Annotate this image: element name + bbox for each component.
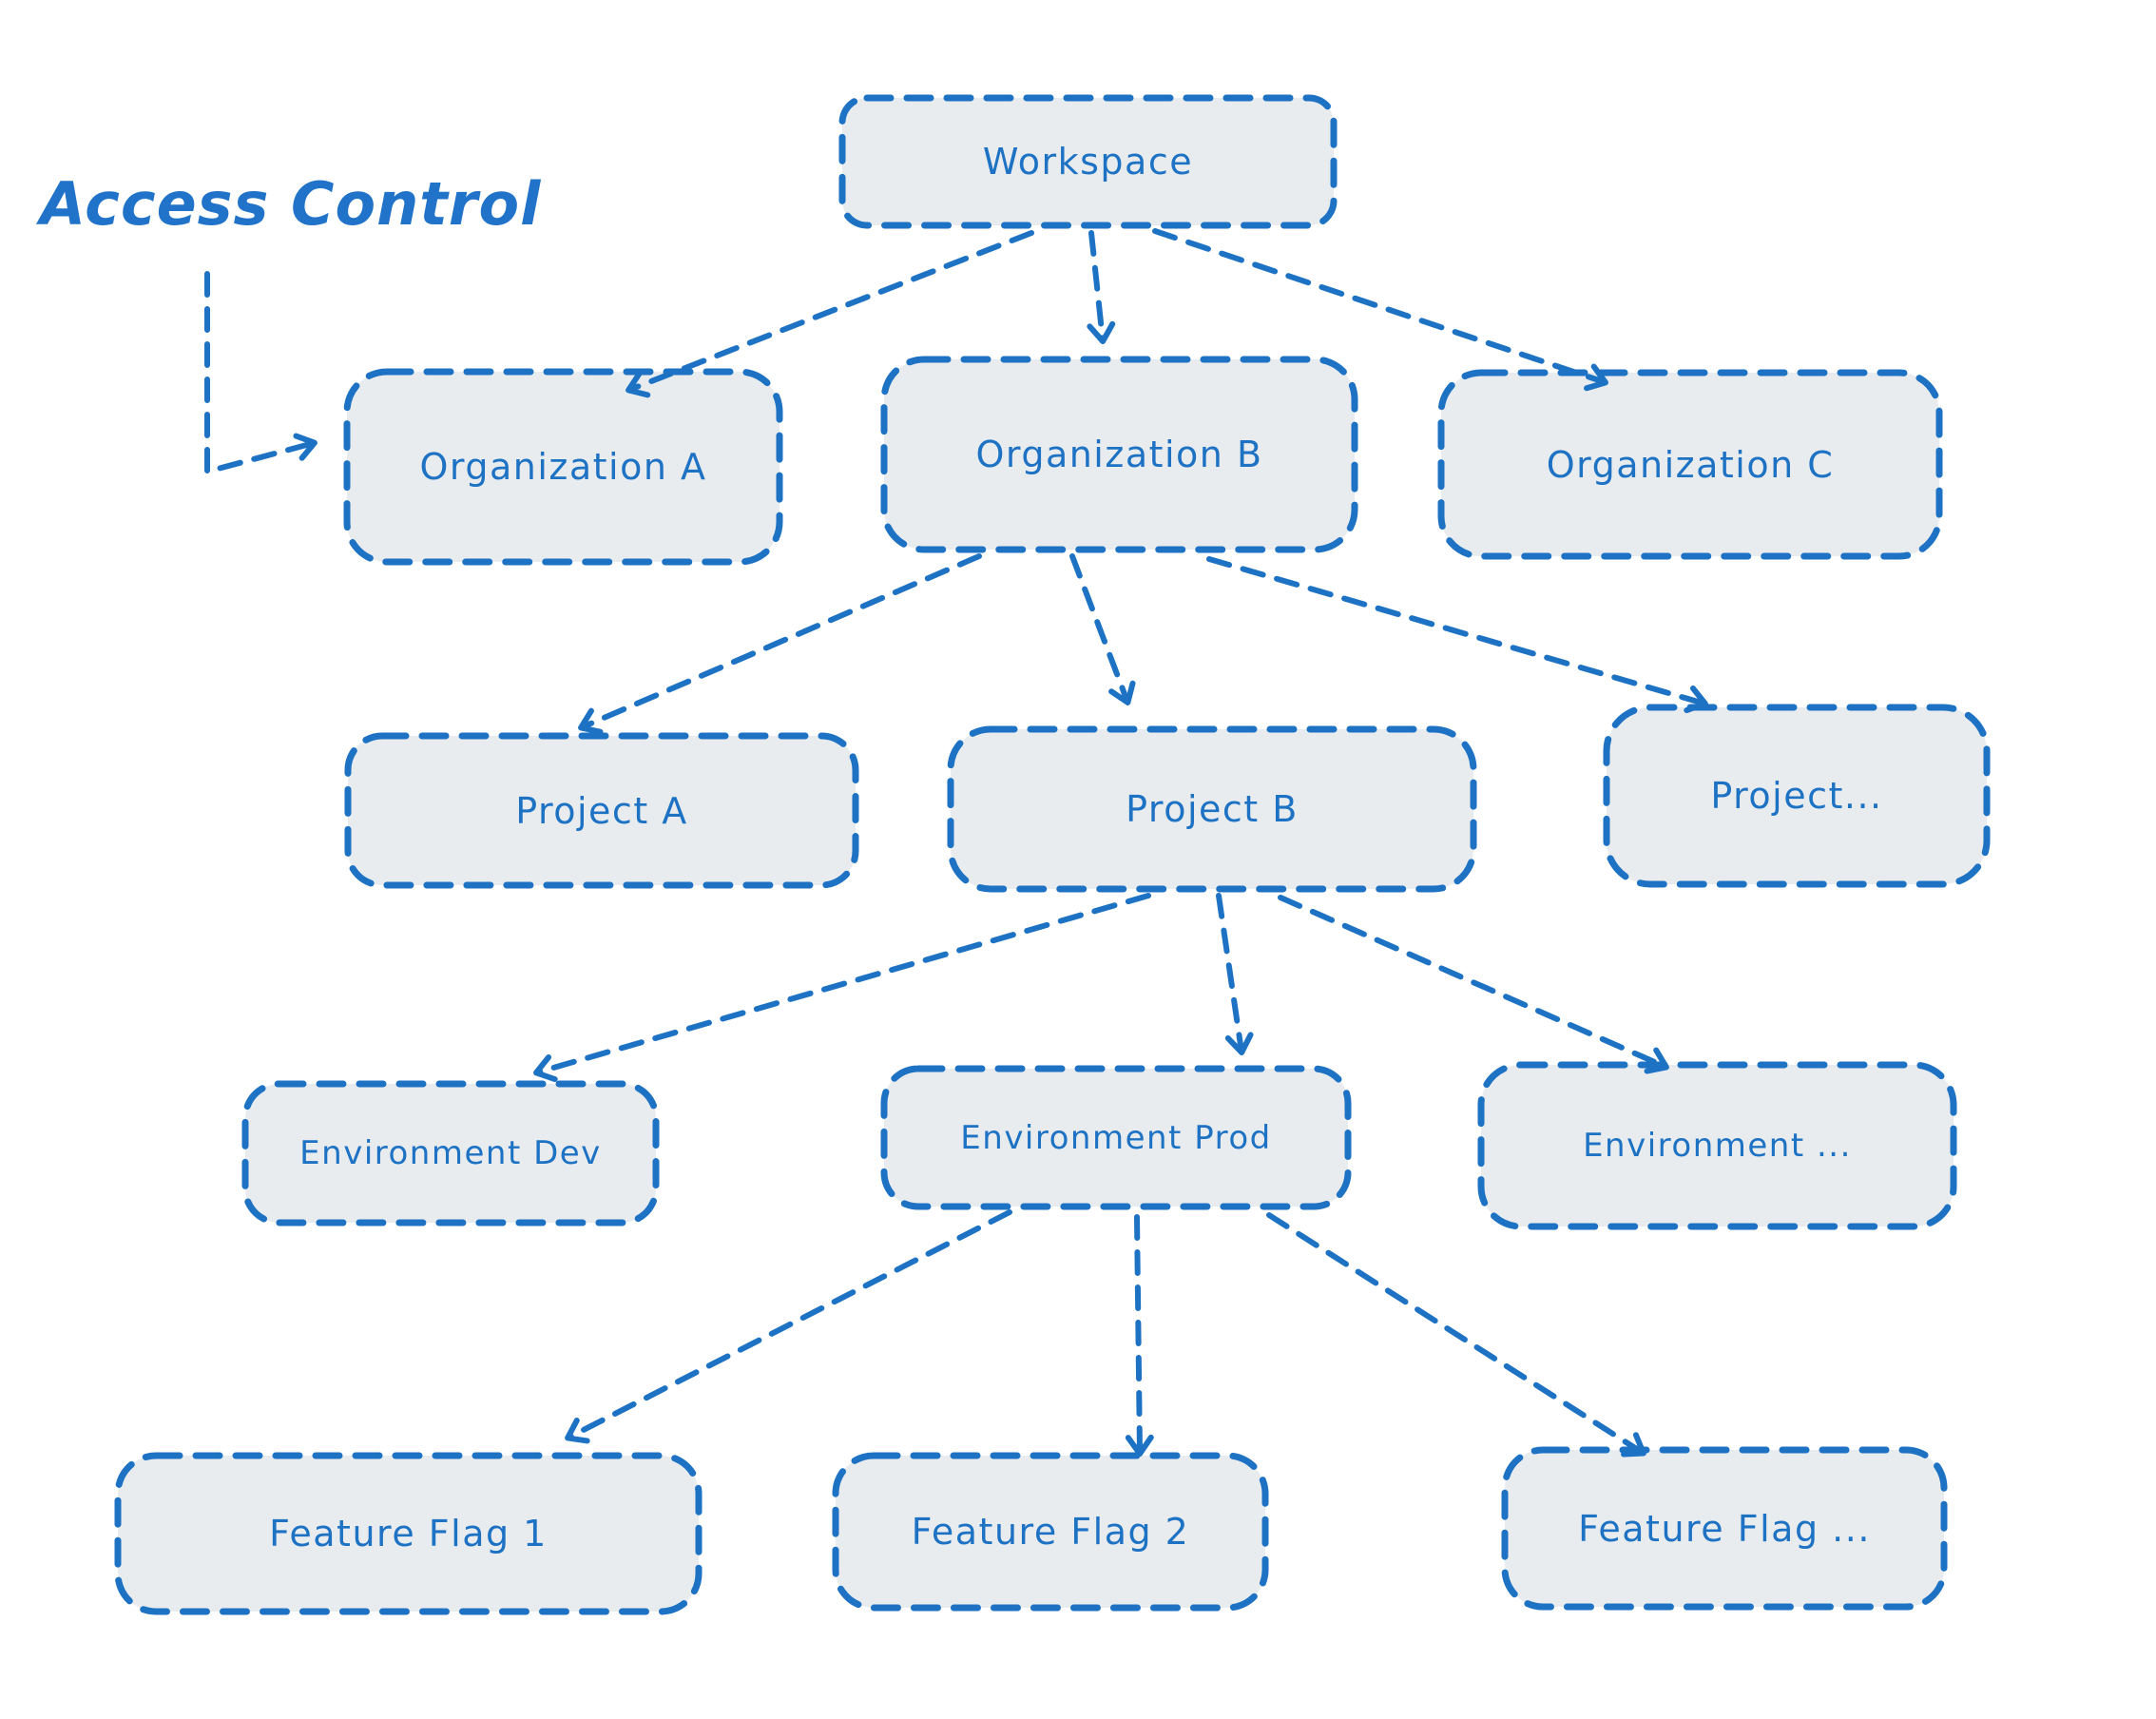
node-box-ff-2 [832, 1452, 1269, 1612]
node-box-org-b [880, 356, 1358, 553]
node-box-org-a [343, 368, 783, 566]
edge-org-b-to-project-a [578, 553, 982, 735]
edge-workspace-to-org-a [626, 230, 1034, 398]
diagram-title: Access Control [40, 169, 542, 239]
edge-project-b-to-env-prod [1216, 893, 1254, 1055]
edge-project-b-to-env-more [1278, 895, 1669, 1074]
node-box-project-a [344, 732, 859, 889]
edge-env-prod-to-ff-more [1266, 1212, 1646, 1458]
node-box-org-c [1437, 369, 1943, 560]
edge-org-b-to-project-more [1206, 556, 1708, 714]
edge-env-prod-to-ff-1 [565, 1209, 1012, 1444]
node-box-env-prod [880, 1065, 1352, 1210]
node-box-ff-more [1501, 1446, 1948, 1611]
edge-workspace-to-org-b [1087, 230, 1116, 344]
edge-org-b-to-project-b [1069, 553, 1136, 705]
edge-env-prod-to-ff-2 [1125, 1214, 1154, 1457]
node-box-ff-1 [114, 1452, 703, 1615]
node-box-env-dev [241, 1080, 660, 1226]
node-box-project-b [947, 725, 1477, 893]
edge-title-to-org-a [204, 271, 318, 474]
edge-workspace-to-org-c [1152, 228, 1608, 392]
node-box-project-more [1603, 704, 1991, 888]
node-box-env-more [1477, 1061, 1957, 1230]
edge-project-b-to-env-dev [533, 893, 1151, 1083]
node-box-workspace [838, 94, 1338, 229]
